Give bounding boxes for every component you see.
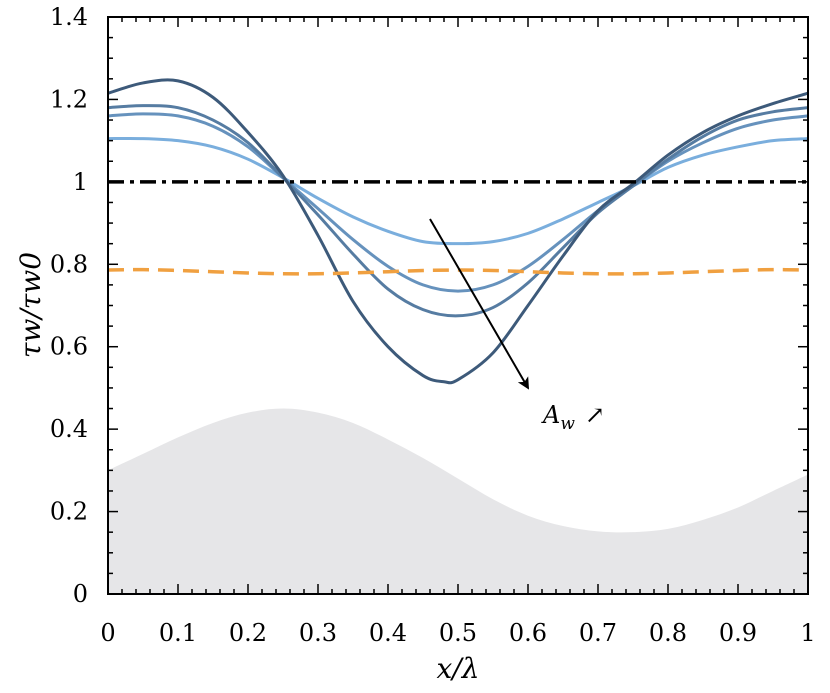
ticks-layer: 0 0.1 0.2 0.3 0.4 0.5 0.6 0.7 0.8 0.9 1 0 0.2 0.4 0.6 0… [50, 3, 816, 647]
y-tick-label: 1.2 [50, 85, 88, 113]
y-tick-label: 0.8 [50, 250, 88, 278]
plot-area [108, 78, 808, 594]
x-axis-title: x/λ [437, 652, 480, 685]
series-line-1 [108, 136, 808, 246]
annotation: Aw ↗ [429, 218, 605, 434]
annotation-suffix-icon: ↗ [585, 401, 605, 429]
x-tick-label: 0.2 [229, 619, 267, 647]
series-line-3 [108, 104, 808, 318]
wall-profile [108, 408, 808, 594]
series-line-4 [108, 78, 808, 385]
x-tick-label: 0 [100, 619, 115, 647]
x-tick-label: 1 [800, 619, 815, 647]
annotation-arrow [429, 218, 530, 390]
x-tick-label: 0.5 [439, 619, 477, 647]
y-tick-label: 0 [73, 580, 88, 608]
y-tick-label: 1 [73, 168, 88, 196]
x-tick-label: 0.3 [299, 619, 337, 647]
annotation-main: A [541, 401, 560, 429]
series-layer [108, 78, 808, 385]
annotation-sub: w [560, 414, 575, 434]
series-line-6 [108, 267, 808, 276]
y-tick-label: 0.6 [50, 333, 88, 361]
y-axis-title: τw/τw0 [14, 252, 47, 358]
y-tick-label: 1.4 [50, 3, 88, 31]
y-tick-label: 0.4 [50, 415, 88, 443]
series-line-2 [108, 112, 808, 293]
x-tick-label: 0.1 [159, 619, 197, 647]
x-tick-label: 0.6 [509, 619, 547, 647]
annotation-label: Aw ↗ [541, 401, 605, 434]
x-tick-label: 0.8 [649, 619, 687, 647]
x-tick-label: 0.7 [579, 619, 617, 647]
x-tick-label: 0.9 [719, 619, 757, 647]
x-tick-label: 0.4 [369, 619, 407, 647]
y-tick-label: 0.2 [50, 498, 88, 526]
